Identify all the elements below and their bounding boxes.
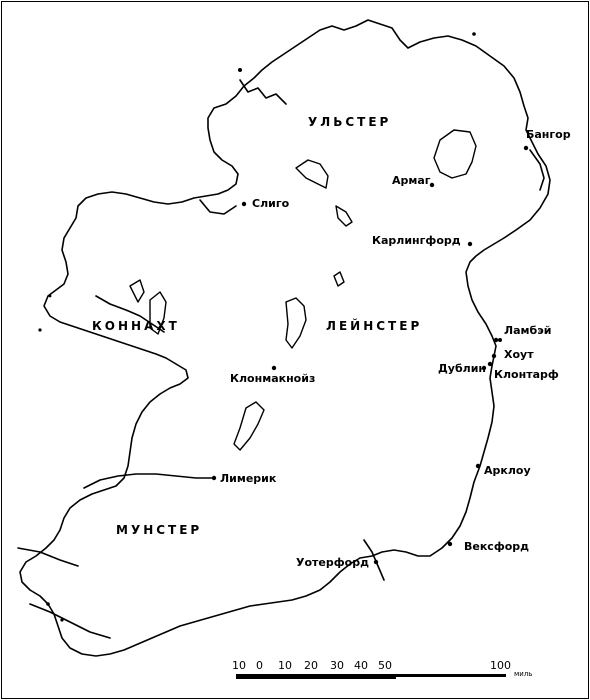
region-munster: МУНСТЕР: [116, 523, 202, 537]
region-ulster: УЛЬСТЕР: [308, 115, 391, 129]
dingle-peninsula-coast: [17, 547, 79, 567]
islet: [38, 328, 42, 332]
town-label-arklow: Арклоу: [484, 464, 531, 477]
shannon-estuary-coast: [83, 473, 215, 489]
islet: [48, 294, 52, 298]
scale-tick-label: 10: [232, 659, 246, 672]
lough-mask: [129, 279, 145, 303]
town-dot-limerick: [211, 475, 217, 481]
scale-tick-label: 30: [330, 659, 344, 672]
town-dot-clonmacnoise: [271, 365, 277, 371]
scale-end-label: 100: [490, 659, 511, 672]
scale-unit-label: миль: [514, 670, 532, 678]
town-dot-armagh: [429, 182, 435, 188]
town-label-waterford: Уотерфорд: [296, 556, 369, 569]
town-label-dublin: Дублин: [438, 362, 486, 375]
islet: [46, 602, 50, 606]
lough-erne-upper: [335, 205, 353, 227]
lough-foyle-coast: [239, 79, 287, 105]
ireland-coastline: [19, 19, 551, 657]
town-label-bangor: Бангор: [526, 128, 571, 141]
town-dot-sligo: [241, 201, 247, 207]
town-label-armagh: Армаг: [392, 174, 431, 187]
scale-tick-label: 10: [278, 659, 292, 672]
region-connacht: КОННАХТ: [92, 319, 180, 333]
town-label-clonmacnoise: Клонмакнойз: [230, 372, 315, 385]
scale-bar-segment: [236, 674, 396, 679]
town-dot-waterford: [373, 559, 379, 565]
lough-neagh: [433, 129, 477, 179]
town-label-sligo: Слиго: [252, 197, 290, 210]
islet: [472, 32, 476, 36]
lough-corrib: [149, 291, 167, 335]
town-dot-carlingford: [467, 241, 473, 247]
town-label-howth: Хоут: [504, 348, 534, 361]
town-dot-arklow: [475, 463, 481, 469]
galway-bay-coast: [95, 295, 165, 333]
town-dot-howth: [491, 353, 497, 359]
town-label-limerick: Лимерик: [220, 472, 277, 485]
region-leinster: ЛЕЙНСТЕР: [326, 318, 422, 333]
town-label-clontarf: Клонтарф: [494, 368, 559, 381]
donegal-bay-coast: [199, 199, 237, 215]
scale-tick-label: 20: [304, 659, 318, 672]
town-label-carlingford: Карлингфорд: [372, 234, 461, 247]
town-dot-lambay: [493, 337, 499, 343]
town-dot-wexford: [447, 541, 453, 547]
strangford-coast: [529, 149, 545, 191]
lough-erne: [295, 159, 329, 189]
islet: [60, 618, 64, 622]
islet: [238, 68, 242, 72]
kerry-peninsula-coast: [29, 603, 111, 639]
scale-tick-label: 0: [256, 659, 263, 672]
lough-derg: [233, 401, 265, 451]
town-label-wexford: Вексфорд: [464, 540, 529, 553]
town-dot-clontarf: [487, 361, 493, 367]
town-dot-bangor: [523, 145, 529, 151]
lough-ree: [285, 297, 307, 349]
scale-tick-label: 40: [354, 659, 368, 672]
lough-allen: [333, 271, 345, 287]
islet: [498, 338, 502, 342]
scale-tick-label: 50: [378, 659, 392, 672]
waterford-harbour-coast: [363, 539, 385, 581]
town-label-lambay: Ламбэй: [504, 324, 551, 337]
town-dot-dublin: [481, 365, 487, 371]
scale-bar: 10 0 10 20 30 40 50 100 миль: [232, 659, 532, 679]
